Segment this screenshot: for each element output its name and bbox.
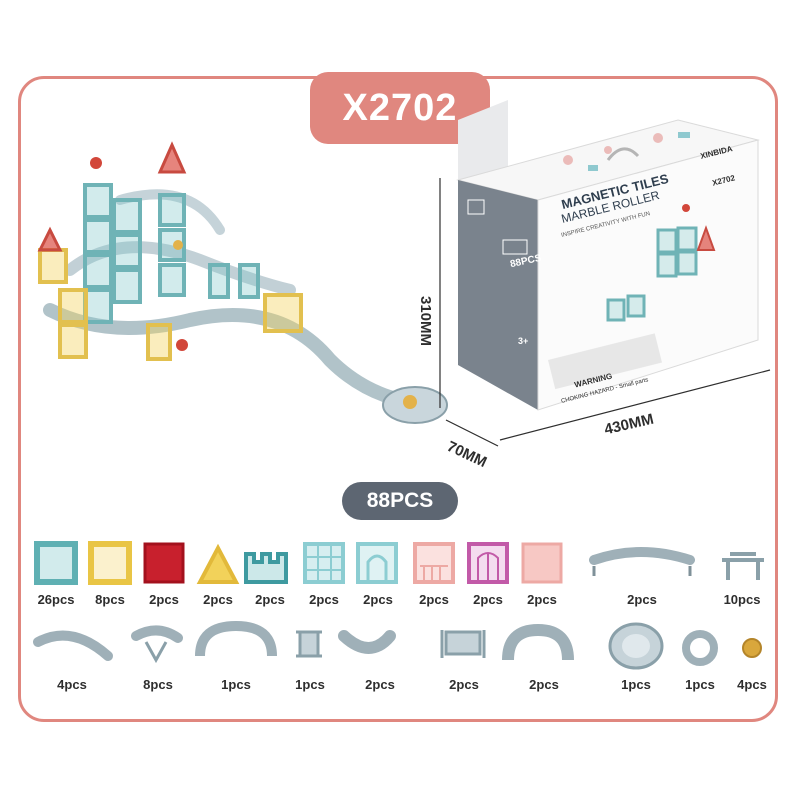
part-qty: 2pcs — [255, 592, 285, 607]
pink-balcony-tile-icon — [413, 542, 455, 584]
assembled-marble-run-illustration — [37, 141, 448, 424]
part-qty: 1pcs — [685, 677, 715, 692]
part-qty: 2pcs — [449, 677, 479, 692]
part-qty: 2pcs — [203, 592, 233, 607]
part-qty: 1pcs — [221, 677, 251, 692]
part-qty: 4pcs — [57, 677, 87, 692]
battlement-teal-tile-icon — [244, 552, 288, 584]
curved-track-small-icon — [131, 625, 183, 664]
part-qty: 4pcs — [737, 677, 767, 692]
part-qty: 2pcs — [365, 677, 395, 692]
funnel-bowl-icon — [608, 622, 664, 670]
connector-spool-icon — [296, 630, 322, 658]
part-qty: 1pcs — [295, 677, 325, 692]
part-qty: 2pcs — [309, 592, 339, 607]
straight-short-track-icon — [440, 630, 486, 658]
triangle-yellow-tile-icon — [196, 543, 240, 584]
purple-window-tile-icon — [467, 542, 509, 584]
ring-connector-icon — [682, 630, 718, 666]
part-qty: 26pcs — [37, 592, 75, 607]
long-track-icon — [589, 547, 695, 576]
bridge-stand-icon — [722, 552, 764, 580]
pink-solid-tile-icon — [521, 542, 563, 584]
part-qty: 8pcs — [143, 677, 173, 692]
curved-track-large-icon — [33, 630, 113, 661]
box-age-badge: 3+ — [518, 336, 529, 346]
part-qty: 8pcs — [95, 592, 125, 607]
wide-curve-track-icon — [338, 630, 396, 654]
part-qty: 2pcs — [473, 592, 503, 607]
part-qty: 2pcs — [527, 592, 557, 607]
u-turn-track-icon — [195, 620, 277, 657]
part-qty: 2pcs — [419, 592, 449, 607]
part-qty: 2pcs — [363, 592, 393, 607]
part-qty: 1pcs — [621, 677, 651, 692]
half-pipe-track-icon — [502, 623, 574, 661]
part-qty: 2pcs — [529, 677, 559, 692]
square-red-tile-icon — [143, 542, 185, 584]
grid-window-tile-icon — [303, 542, 345, 584]
part-qty: 10pcs — [723, 592, 761, 607]
product-box-illustration — [456, 100, 760, 411]
part-qty: 2pcs — [149, 592, 179, 607]
square-teal-tile-icon — [34, 541, 78, 585]
parts-row-1-icons — [34, 541, 764, 585]
part-qty: 2pcs — [627, 592, 657, 607]
piece-count-badge: 88PCS — [342, 482, 458, 520]
parts-row-2-icons — [33, 620, 762, 670]
marble-ball-icon — [742, 638, 762, 658]
arch-door-tile-icon — [356, 542, 398, 584]
square-yellow-tile-icon — [88, 541, 132, 585]
